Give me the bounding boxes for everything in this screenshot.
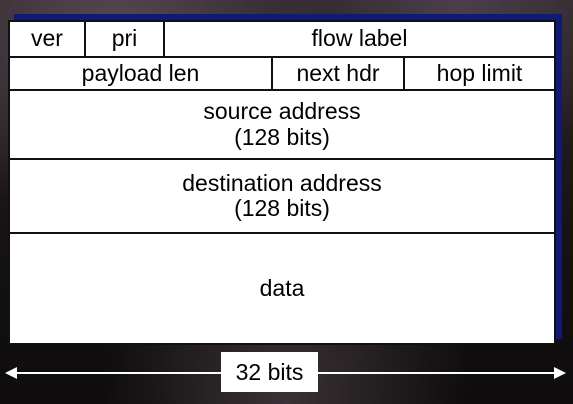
ipv6-header-diagram: ver pri flow label payload len next hdr … [8, 20, 556, 345]
header-row-1: ver pri flow label [10, 22, 554, 58]
arrow-right-icon [554, 367, 566, 379]
arrow-left-icon [5, 367, 17, 379]
width-label: 32 bits [221, 352, 318, 392]
source-address-size: (128 bits) [234, 123, 330, 150]
destination-address-label: destination address [182, 169, 382, 196]
field-hop-limit: hop limit [436, 59, 523, 86]
destination-address-size: (128 bits) [234, 195, 330, 221]
field-destination-address: destination address (128 bits) [10, 160, 554, 232]
field-source-address: source address (128 bits) [10, 91, 554, 158]
field-next-hdr: next hdr [273, 58, 405, 89]
header-row-2: payload len next hdr hop limit [10, 58, 554, 91]
source-address-label: source address [203, 98, 361, 125]
field-flow-label: flow label [311, 25, 408, 52]
field-data: data [259, 274, 305, 301]
header-row-destination: destination address (128 bits) [10, 160, 554, 234]
header-row-source: source address (128 bits) [10, 91, 554, 160]
field-payload-len: payload len [10, 58, 273, 89]
field-ver: ver [10, 22, 86, 56]
header-row-data: data [10, 234, 554, 343]
field-pri: pri [86, 22, 165, 56]
